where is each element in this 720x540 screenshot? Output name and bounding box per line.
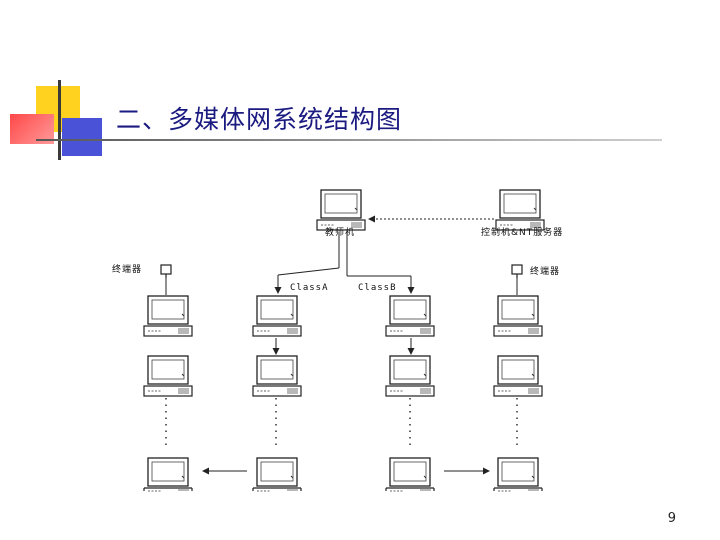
student-computer-c1-r2	[143, 355, 193, 397]
title-underline	[36, 139, 662, 141]
student-computer-c1-r1	[143, 295, 193, 337]
student-computer-c3-r2	[385, 355, 435, 397]
student-computer-c4-r1	[493, 295, 543, 337]
deco-blue-square	[62, 118, 102, 156]
student-computer-c4-r3	[493, 457, 543, 492]
student-computer-c3-r3	[385, 457, 435, 492]
page-number: 9	[667, 511, 676, 526]
deco-vertical-bar	[58, 80, 61, 160]
student-computer-c2-r2	[252, 355, 302, 397]
server-label: 控制机&NT服务器	[481, 226, 563, 238]
server-computer	[495, 189, 545, 231]
terminal-left-label: 终端器	[112, 263, 142, 275]
terminal-right	[511, 264, 523, 279]
teacher-label: 教师机	[325, 226, 355, 238]
student-computer-c4-r2	[493, 355, 543, 397]
student-computer-c3-r1	[385, 295, 435, 337]
slide-title: 二、多媒体网系统结构图	[116, 105, 403, 134]
student-computer-c1-r3	[143, 457, 193, 492]
terminal-left	[160, 264, 172, 279]
terminal-right-label: 终端器	[530, 265, 560, 277]
class-a-label: ClassA	[290, 283, 329, 293]
student-computer-c2-r1	[252, 295, 302, 337]
class-b-label: ClassB	[358, 283, 397, 293]
teacher-computer	[316, 189, 366, 231]
student-computer-c2-r3	[252, 457, 302, 492]
class-a-line	[277, 267, 340, 276]
